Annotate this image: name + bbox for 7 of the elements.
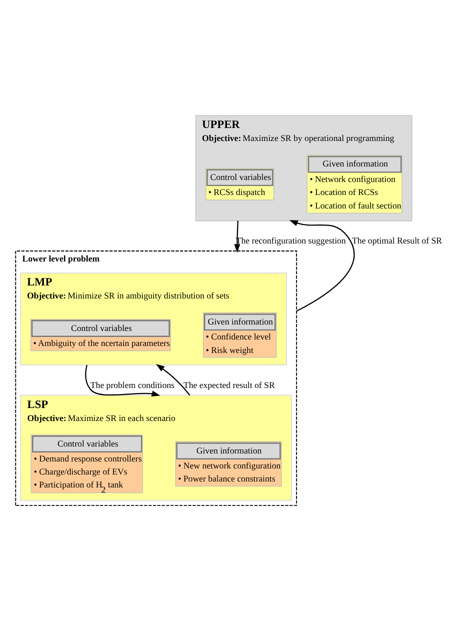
arrow	[85, 364, 160, 396]
arrow	[234, 220, 240, 253]
arrow	[289, 220, 355, 312]
edge-label: The problem conditions	[90, 380, 174, 390]
arrow	[156, 364, 190, 396]
edge-label: The expected result of SR	[183, 380, 275, 390]
edge-label: The optimal Result of SR	[352, 236, 442, 246]
